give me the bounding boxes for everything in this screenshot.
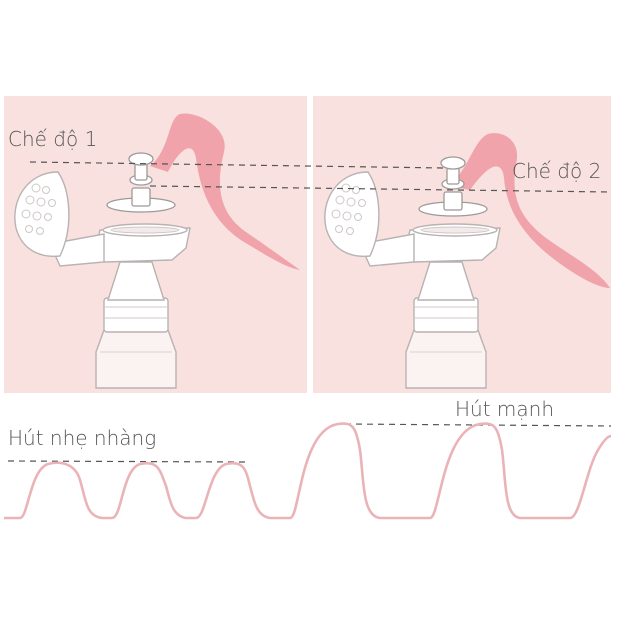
mode-1-label: Chế độ 1 (8, 127, 98, 151)
mode-2-label: Chế độ 2 (512, 159, 602, 183)
gentle-suction-label: Hút nhẹ nhàng (8, 426, 157, 450)
valve-icon (418, 156, 488, 217)
milk-stream-icon (450, 133, 610, 288)
valve-icon (106, 152, 176, 213)
strong-suction-label: Hút mạnh (455, 397, 555, 421)
mode-1-level-line (29, 161, 446, 169)
suction-waveform (4, 422, 612, 520)
